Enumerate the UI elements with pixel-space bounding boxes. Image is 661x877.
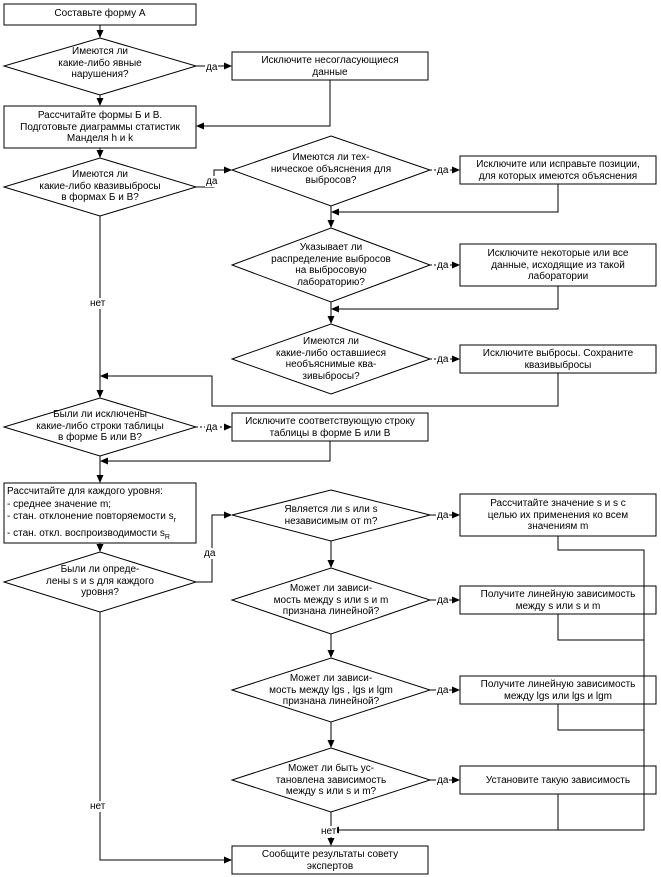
- conn-linear-to-end: [557, 614, 644, 641]
- remove-or-fix-label: Исключите или исправьте позиции, для кот…: [476, 159, 640, 182]
- no-label-quasi: нет: [89, 298, 107, 309]
- end-box: [231, 845, 429, 875]
- log-linear-label: Получите линейную зависимость между lgs …: [480, 679, 636, 702]
- determined-question: Были ли опреде- лены s и s для каждого у…: [46, 564, 154, 598]
- conn-log-to-end: [557, 704, 644, 731]
- remove-outliers-label: Исключите выбросы. Сохраните квазивыброс…: [482, 348, 634, 371]
- calc-values-label: Рассчитайте значение s и s с целью их пр…: [487, 498, 629, 532]
- yes-label-determined: да: [203, 548, 217, 559]
- remaining-question: Имеются ли какие-либо оставшиеся необъяс…: [276, 336, 386, 382]
- end-label: Сообщите результаты совету экспертов: [261, 849, 399, 872]
- mandel-line: Манделя h и k: [66, 133, 134, 144]
- independent-question: Является ли s или s независимым от m?: [284, 504, 378, 527]
- conn-fix-back: [331, 184, 559, 216]
- linear-label: Получите линейную зависимость между s ил…: [480, 589, 636, 612]
- remove-lab-data-label: Исключите некоторые или все данные, исхо…: [487, 248, 629, 282]
- distribution-question: Указывает ли распределение выбросов на в…: [271, 242, 391, 288]
- yes-label-remaining: да: [436, 354, 450, 365]
- remove-row-label: Исключите соответствующую строку таблицы…: [245, 416, 415, 439]
- conn-remove-inconsistent-back: [196, 80, 331, 130]
- relation-question: Может ли быть ус- тановлена зависимость …: [275, 763, 387, 797]
- linear-question: Может ли зависи- мость между s или s и m…: [273, 583, 389, 617]
- conn-determined-no: [99, 612, 232, 864]
- yes-label-log: да: [436, 685, 450, 696]
- yes-label-tech: да: [436, 165, 450, 176]
- conn-lab-back: [331, 286, 559, 313]
- calc-levels-label: Рассчитайте для каждого уровня: - средне…: [7, 486, 176, 541]
- calc-levels-box: [3, 482, 197, 544]
- linear-box: [459, 585, 657, 615]
- conn-row-back: [100, 441, 331, 465]
- log-linear-box: [459, 675, 657, 705]
- rows-removed-question: Были ли исключены какие-либо строки табл…: [36, 409, 164, 443]
- yes-label-independent: да: [436, 510, 450, 521]
- relation-label: Установите такую зависимость: [485, 775, 631, 786]
- no-label-determined: нет: [89, 801, 107, 812]
- calc-values-box: [459, 493, 657, 537]
- conn-outliers-back: [100, 372, 559, 407]
- yes-label-relation: да: [436, 775, 450, 786]
- calc-forms-box: [3, 105, 197, 149]
- start-label: Составьте форму А: [54, 8, 146, 19]
- calc-forms-label: Рассчитайте формы Б и В. Подготовьте диа…: [4, 110, 196, 145]
- yes-label-rows: да: [205, 422, 219, 433]
- violations-question: Имеются ли какие-либо явные нарушения?: [58, 46, 142, 80]
- yes-label-quasi: да: [205, 176, 219, 187]
- remove-inconsistent-box: [231, 51, 429, 81]
- yes-label-linear: да: [436, 595, 450, 606]
- conn-values-to-end: [331, 536, 645, 834]
- quasi-outliers-question: Имеются ли какие-либо квазивыбросы в фор…: [39, 169, 161, 203]
- yes-label-distribution: да: [436, 260, 450, 271]
- remaining-decision: [230, 323, 432, 395]
- no-label-relation: нет: [320, 826, 338, 837]
- tech-explanation-question: Имеются ли тех- ническое объяснения для …: [270, 152, 392, 186]
- remove-or-fix-box: [459, 155, 657, 185]
- yes-label-violations: да: [205, 62, 219, 73]
- log-linear-question: Может ли зависи- мость между lgs , lgs и…: [269, 673, 393, 707]
- remove-inconsistent-label: Исключите несогласующиеся данные: [261, 55, 399, 78]
